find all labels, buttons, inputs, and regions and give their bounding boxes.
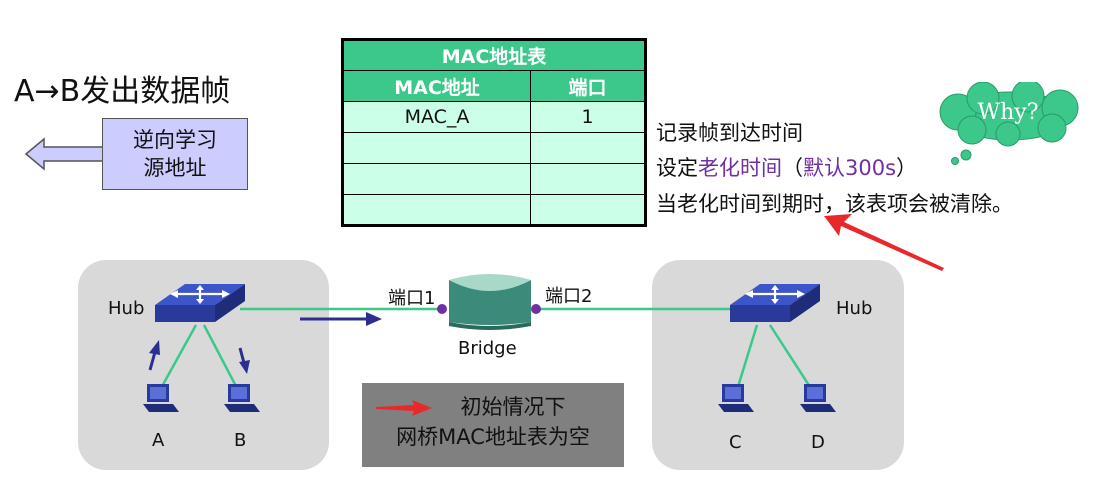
status-line1-text: 初始情况下 xyxy=(460,395,566,419)
table-caption: MAC地址表 xyxy=(342,39,646,71)
network-topology xyxy=(143,274,836,412)
host-b-label: B xyxy=(234,430,247,451)
table-row xyxy=(342,132,646,164)
host-a-label: A xyxy=(152,430,165,451)
red-pointer-arrow-icon xyxy=(824,214,944,271)
bridge-label: Bridge xyxy=(458,338,517,359)
host-d-icon xyxy=(800,384,836,412)
right-hub-label: Hub xyxy=(836,298,873,319)
cell-mac xyxy=(342,132,531,164)
bridge-icon xyxy=(437,274,541,330)
learn-box-line1: 逆向学习 xyxy=(133,128,217,152)
learn-box-line2: 源地址 xyxy=(143,156,207,180)
aging-time-text: 老化时间 xyxy=(698,156,782,180)
red-small-arrow-icon xyxy=(376,400,432,416)
status-line2: 网桥MAC地址表为空 xyxy=(396,425,590,449)
host-c-icon xyxy=(718,384,754,412)
table-row: MAC_A 1 xyxy=(342,101,646,133)
default-300s-text: 默认300s xyxy=(803,156,897,180)
note-line2-prefix: 设定 xyxy=(656,156,698,180)
host-d-label: D xyxy=(811,432,825,453)
header-port: 端口 xyxy=(530,70,646,102)
header-mac: MAC地址 xyxy=(342,70,531,102)
cell-mac xyxy=(342,163,531,195)
host-a-icon xyxy=(143,384,179,412)
cloud-text: Why? xyxy=(977,100,1039,125)
left-hub-label: Hub xyxy=(108,298,145,319)
note-line3: 当老化时间到期时，该表项会被清除。 xyxy=(656,192,1013,216)
cell-port xyxy=(530,194,646,226)
cell-port xyxy=(530,132,646,164)
port1-label: 端口1 xyxy=(388,288,436,309)
left-hub-icon xyxy=(155,284,245,322)
host-b-icon xyxy=(224,384,260,412)
reverse-learn-box: 逆向学习 源地址 xyxy=(102,118,248,190)
page-title: A→B发出数据帧 xyxy=(14,74,231,109)
cell-port xyxy=(530,163,646,195)
cell-mac: MAC_A xyxy=(342,101,531,133)
note-line1: 记录帧到达时间 xyxy=(656,121,803,145)
initial-state-box: 初始情况下 网桥MAC地址表为空 xyxy=(362,383,624,467)
cell-mac xyxy=(342,194,531,226)
mac-address-table: MAC地址表 MAC地址 端口 MAC_A 1 xyxy=(341,38,647,227)
paren-close: ） xyxy=(896,156,918,180)
host-c-label: C xyxy=(729,432,742,453)
status-line1: 初始情况下 xyxy=(362,392,624,422)
note-line2: 设定老化时间（默认300s） xyxy=(656,152,917,182)
paren-open: （ xyxy=(782,156,803,180)
port2-label: 端口2 xyxy=(545,286,593,307)
table-row xyxy=(342,194,646,226)
right-hub-icon xyxy=(730,284,820,322)
cell-port: 1 xyxy=(530,101,646,133)
table-row xyxy=(342,163,646,195)
thought-cloud-icon xyxy=(939,82,1079,165)
back-arrow-icon xyxy=(24,137,105,171)
